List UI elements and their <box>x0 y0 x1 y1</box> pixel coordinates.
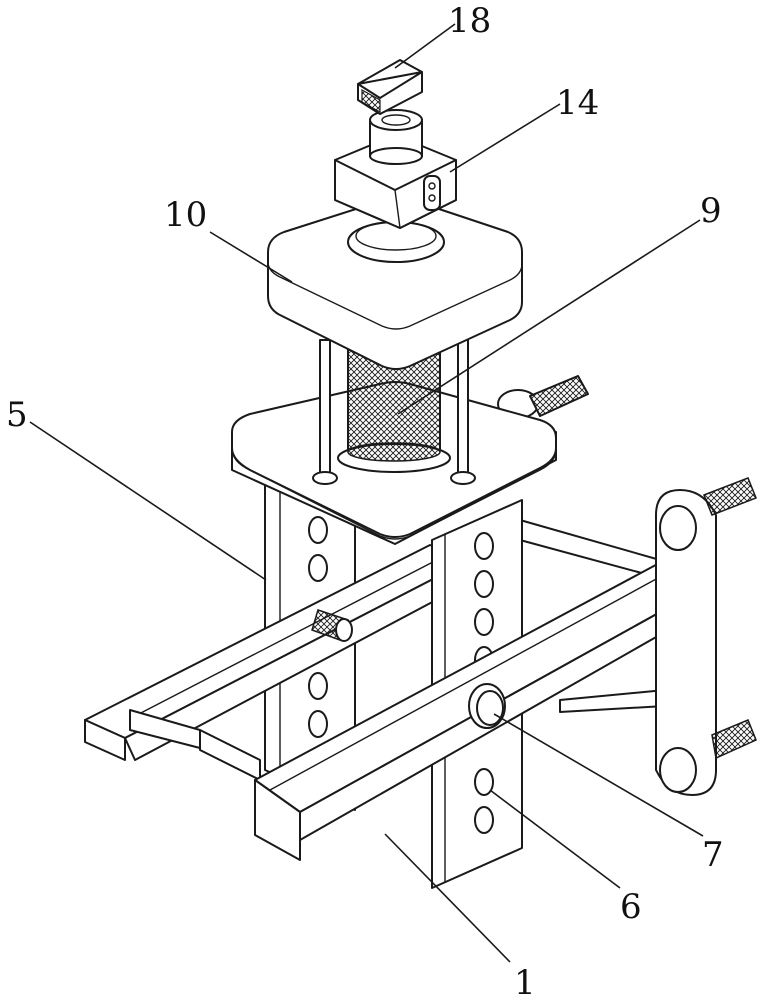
leader-lines <box>29 23 704 963</box>
label-14: 14 <box>556 83 599 123</box>
rear-knob <box>497 375 590 419</box>
side-plate <box>655 477 757 796</box>
label-6: 6 <box>620 887 642 927</box>
label-5: 5 <box>6 395 28 435</box>
label-10: 10 <box>164 195 207 235</box>
motor-box <box>334 134 457 229</box>
flange <box>347 221 445 263</box>
callout-labels: 18 14 10 9 5 7 6 1 <box>6 1 724 1000</box>
label-18: 18 <box>448 1 491 41</box>
shaft-coupling <box>369 109 423 165</box>
label-1: 1 <box>514 963 536 1000</box>
locking-pin <box>468 683 506 729</box>
left-rail-knob <box>311 609 353 642</box>
sensor-head <box>357 59 423 115</box>
knurled-cylinder <box>337 349 451 473</box>
label-9: 9 <box>700 191 722 231</box>
label-7: 7 <box>702 835 724 875</box>
